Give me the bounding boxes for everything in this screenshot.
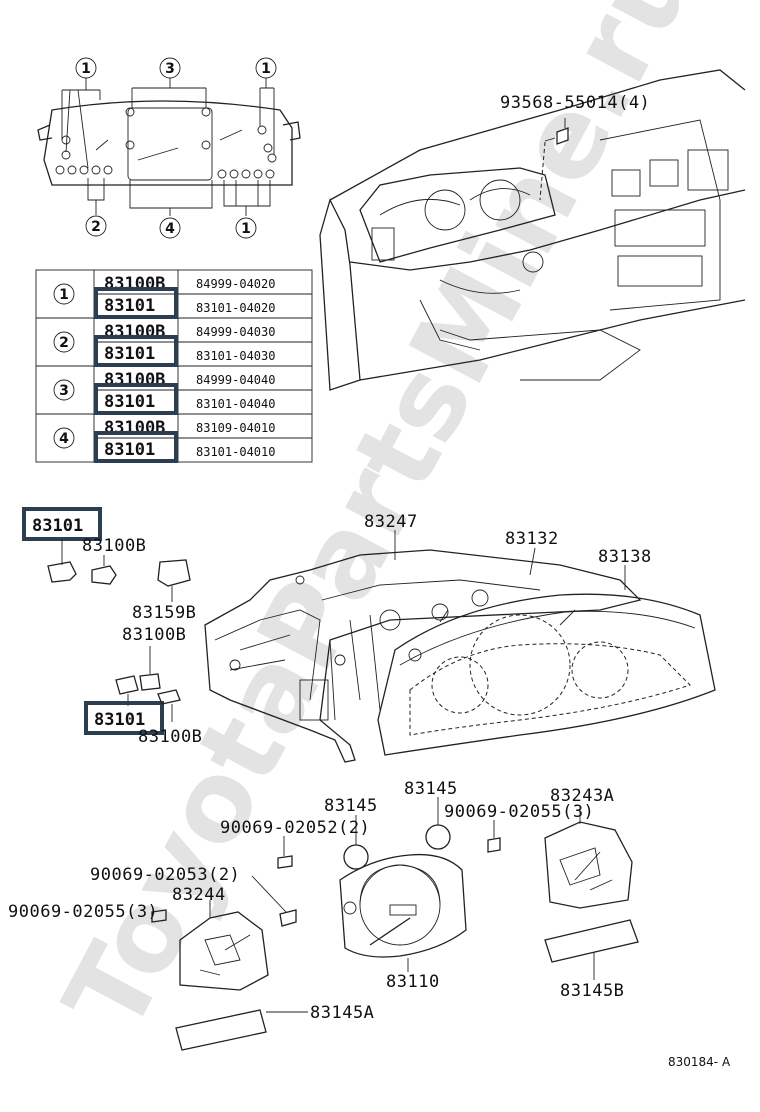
svg-text:2: 2 <box>59 335 69 351</box>
cluster-rear-overview: 1 3 1 2 4 1 <box>37 57 301 239</box>
svg-text:2: 2 <box>91 219 101 235</box>
svg-text:83109-04010: 83109-04010 <box>196 421 275 435</box>
svg-text:83101-04040: 83101-04040 <box>196 397 275 411</box>
svg-text:3: 3 <box>59 383 69 399</box>
svg-text:84999-04020: 84999-04020 <box>196 277 275 291</box>
table-row: 4 83100B 83109-04010 83101 83101-04010 <box>53 418 275 463</box>
diagram-reference: 830184- A <box>668 1055 731 1069</box>
svg-text:1: 1 <box>261 61 271 77</box>
svg-text:3: 3 <box>165 61 175 77</box>
label-83145-right: 83145 <box>404 779 458 799</box>
svg-text:83101-04010: 83101-04010 <box>196 445 275 459</box>
label-83100B-mid: 83100B <box>122 625 186 645</box>
label-83244: 83244 <box>172 885 226 905</box>
cluster-assembly: 83247 83132 83138 <box>204 512 716 763</box>
connector-table: 1 83100B 84999-04020 83101 83101-04020 2… <box>35 269 313 463</box>
label-83101-lower: 83101 <box>94 710 145 730</box>
highlight-83101: 83101 <box>104 440 155 460</box>
screw-label-02055-left: 90069-02055(3) <box>8 902 158 922</box>
gauges-and-screws: 83145 83145 90069-02052(2) 90069-02055(3… <box>8 779 639 1051</box>
label-83101-socket: 83101 <box>32 516 83 536</box>
table-row: 2 83100B 84999-04030 83101 83101-04030 <box>53 322 275 367</box>
screw-label-02053: 90069-02053(2) <box>90 865 240 885</box>
highlight-83101: 83101 <box>104 296 155 316</box>
label-83100B-top: 83100B <box>82 536 146 556</box>
svg-text:4: 4 <box>59 431 69 447</box>
callout-2-bottom: 2 <box>85 215 107 237</box>
label-83159B: 83159B <box>132 603 196 623</box>
svg-text:1: 1 <box>59 287 69 303</box>
svg-text:83101-04030: 83101-04030 <box>196 349 275 363</box>
highlight-83101: 83101 <box>104 344 155 364</box>
callout-1-top-right: 1 <box>255 57 277 79</box>
screw-label-02055-right: 90069-02055(3) <box>444 802 594 822</box>
label-83138: 83138 <box>598 547 652 567</box>
dashboard-install-view: 93568-55014(4) <box>319 69 746 391</box>
callout-1-top-left: 1 <box>75 57 97 79</box>
svg-text:4: 4 <box>165 221 175 237</box>
label-83145B: 83145B <box>560 981 624 1001</box>
label-83100B-lower: 83100B <box>138 727 202 747</box>
callout-3-top: 3 <box>159 57 181 79</box>
svg-text:83101-04020: 83101-04020 <box>196 301 275 315</box>
screw-label-02052: 90069-02052(2) <box>220 818 370 838</box>
highlight-83101: 83101 <box>104 392 155 412</box>
svg-text:1: 1 <box>81 61 91 77</box>
svg-text:84999-04030: 84999-04030 <box>196 325 275 339</box>
svg-text:84999-04040: 84999-04040 <box>196 373 275 387</box>
label-83247: 83247 <box>364 512 418 532</box>
label-83243A: 83243A <box>550 786 614 806</box>
bolt-label: 93568-55014(4) <box>500 93 650 113</box>
table-row: 1 83100B 84999-04020 83101 83101-04020 <box>53 274 275 319</box>
table-row: 3 83100B 84999-04040 83101 83101-04040 <box>53 370 275 415</box>
label-83110: 83110 <box>386 972 440 992</box>
label-83145-left: 83145 <box>324 796 378 816</box>
callout-4-bottom: 4 <box>159 217 181 239</box>
callout-1-bottom: 1 <box>235 217 257 239</box>
label-83145A: 83145A <box>310 1003 374 1023</box>
bulbs-and-sockets: 83101 83100B 83159B 83100B 83101 83100B <box>22 507 202 747</box>
svg-text:1: 1 <box>241 221 251 237</box>
label-83132: 83132 <box>505 529 559 549</box>
